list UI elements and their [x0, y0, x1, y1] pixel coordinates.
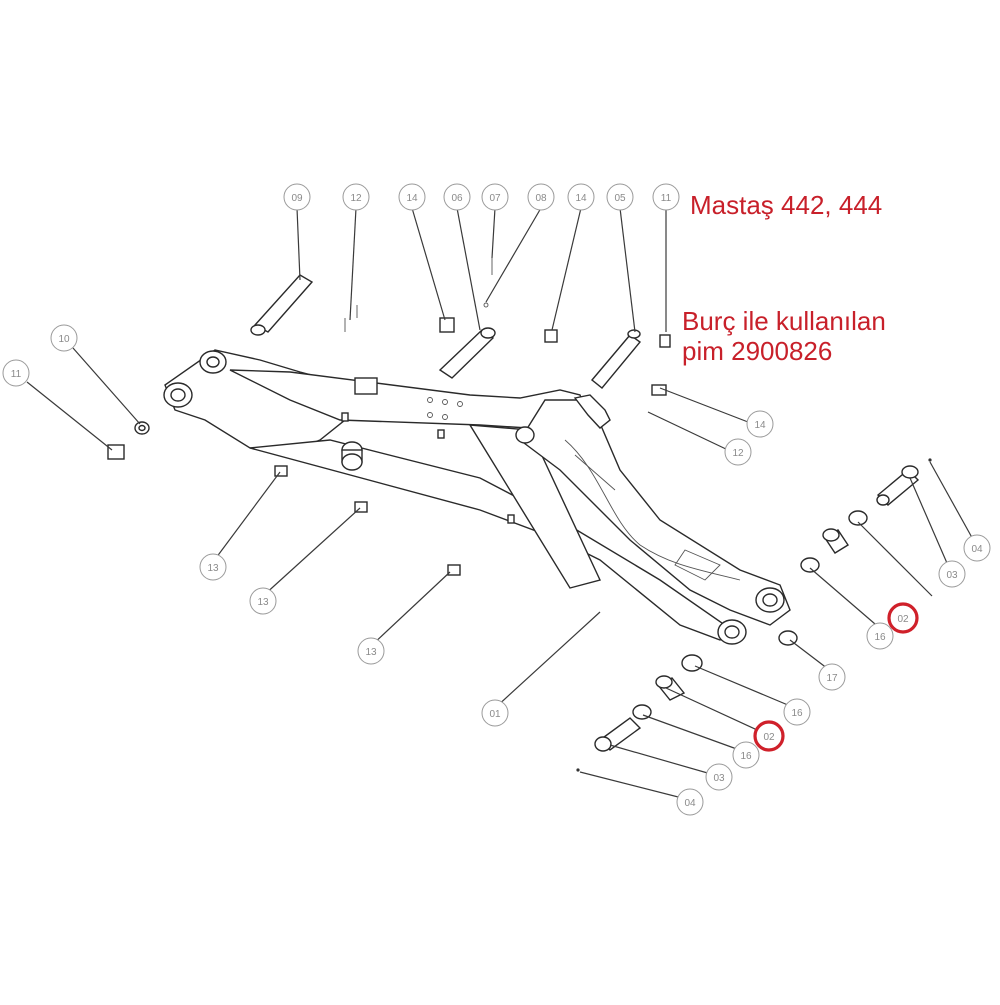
- svg-text:01: 01: [489, 709, 501, 720]
- callout-04-right: 04: [963, 534, 991, 562]
- pin-note-line1: Burç ile kullanılan: [682, 306, 886, 336]
- callout-08: 08: [527, 183, 555, 211]
- svg-text:14: 14: [575, 193, 587, 204]
- svg-text:06: 06: [451, 193, 463, 204]
- callout-14-top-b: 14: [567, 183, 595, 211]
- upper-parts: [107, 258, 671, 576]
- svg-text:04: 04: [971, 544, 983, 555]
- svg-text:14: 14: [754, 420, 766, 431]
- svg-text:03: 03: [946, 570, 958, 581]
- callout-16-right: 16: [866, 622, 894, 650]
- callout-09: 09: [283, 183, 311, 211]
- callout-05: 05: [606, 183, 634, 211]
- svg-text:14: 14: [406, 193, 418, 204]
- svg-text:05: 05: [614, 193, 626, 204]
- svg-text:13: 13: [365, 647, 377, 658]
- model-note: Mastaş 442, 444: [690, 190, 883, 220]
- svg-text:10: 10: [58, 334, 70, 345]
- svg-text:16: 16: [791, 708, 803, 719]
- svg-text:03: 03: [713, 773, 725, 784]
- svg-text:04: 04: [684, 798, 696, 809]
- svg-text:16: 16: [874, 632, 886, 643]
- callout-16-lower-b: 16: [732, 741, 760, 769]
- callout-06: 06: [443, 183, 471, 211]
- callout-11-left: 11: [2, 359, 30, 387]
- callout-04-lower: 04: [676, 788, 704, 816]
- callout-10: 10: [50, 324, 78, 352]
- callout-12-top: 12: [342, 183, 370, 211]
- svg-text:12: 12: [732, 448, 744, 459]
- callout-13-b: 13: [249, 587, 277, 615]
- boom-frame: [163, 349, 791, 645]
- svg-text:17: 17: [826, 673, 838, 684]
- callout-14-top-a: 14: [398, 183, 426, 211]
- svg-text:13: 13: [257, 597, 269, 608]
- highlight-ring-lower: [753, 720, 785, 752]
- callout-13-c: 13: [357, 637, 385, 665]
- callout-03-lower: 03: [705, 763, 733, 791]
- callouts: 09 12 14 06 07 08 14 05 11 10 11 14 12 1…: [2, 183, 991, 816]
- pin-note: Burç ile kullanılan pim 2900826: [682, 306, 886, 366]
- callout-14-right: 14: [746, 410, 774, 438]
- leader-lines: [26, 207, 976, 801]
- pin-note-line2: pim 2900826: [682, 336, 833, 366]
- svg-text:08: 08: [535, 193, 547, 204]
- svg-text:11: 11: [11, 369, 22, 380]
- svg-text:09: 09: [291, 193, 303, 204]
- callout-03-right: 03: [938, 560, 966, 588]
- callout-12-right: 12: [724, 438, 752, 466]
- svg-text:16: 16: [740, 751, 752, 762]
- callout-16-lower-a: 16: [783, 698, 811, 726]
- callout-01: 01: [481, 699, 509, 727]
- callout-17: 17: [818, 663, 846, 691]
- callout-11-top: 11: [652, 183, 680, 211]
- svg-text:11: 11: [661, 193, 672, 204]
- right-parts: [576, 458, 932, 772]
- svg-text:02: 02: [763, 732, 775, 743]
- svg-text:13: 13: [207, 563, 219, 574]
- svg-text:02: 02: [897, 614, 909, 625]
- svg-text:07: 07: [489, 193, 501, 204]
- highlight-ring-right: [887, 602, 919, 634]
- svg-text:12: 12: [350, 193, 362, 204]
- callout-07: 07: [481, 183, 509, 211]
- callout-13-a: 13: [199, 553, 227, 581]
